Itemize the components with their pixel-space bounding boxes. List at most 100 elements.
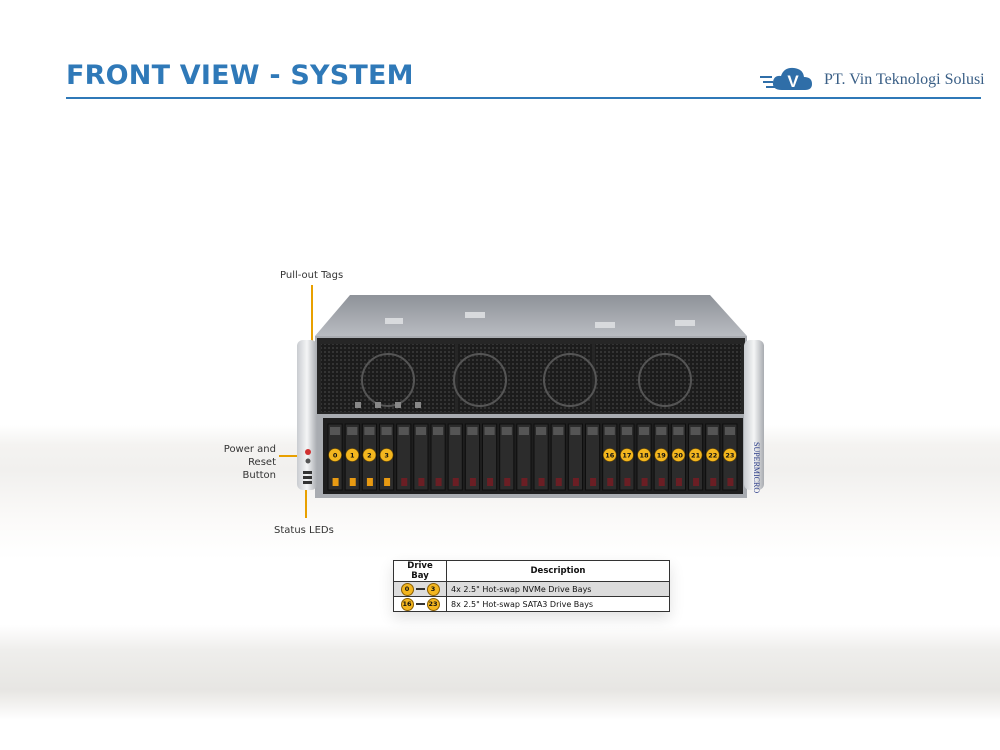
chassis-top-cover <box>315 295 747 336</box>
description-cell: 8x 2.5" Hot-swap SATA3 Drive Bays <box>446 596 670 612</box>
power-reset-label-line1: Power and <box>223 444 276 455</box>
title-divider <box>66 97 981 99</box>
drive-bay-badge <box>637 448 651 462</box>
drive-tray-latch <box>538 478 545 486</box>
drive-tray-latch <box>349 478 356 486</box>
drive-tray-handle <box>467 427 478 435</box>
drive-bay-badge <box>362 448 377 462</box>
drive-tray-latch <box>452 478 459 486</box>
drive-tray-handle <box>656 427 667 435</box>
drive-tray-handle <box>484 427 495 435</box>
drive-tray-handle <box>621 427 632 435</box>
drive-tray-handle <box>518 427 529 435</box>
drive-tray-handle <box>330 427 341 435</box>
fan-panel-2 <box>458 344 592 412</box>
status-led-icon <box>303 476 312 479</box>
drive-tray-latch <box>572 478 579 486</box>
svg-text:V: V <box>787 72 799 91</box>
status-leds-label: Status LEDs <box>274 525 334 536</box>
drive-tray-handle <box>450 427 461 435</box>
drive-bay-number: 2 <box>367 452 372 460</box>
fan-panel-1 <box>321 344 455 412</box>
status-leds-callout-line <box>305 478 307 518</box>
drive-tray-latch <box>418 478 425 486</box>
drive-tray-latch <box>675 478 682 486</box>
drive-tray-latch <box>590 478 597 486</box>
drive-bay-number: 21 <box>691 452 701 460</box>
drive-tray-handle <box>570 427 581 435</box>
drive-bay-number: 17 <box>622 452 631 460</box>
drive-tray <box>550 423 566 491</box>
drive-bay-badge <box>602 448 617 462</box>
drive-tray-latch <box>727 478 734 486</box>
drive-bay-number: 0 <box>333 452 338 460</box>
pull-out-tags-label: Pull-out Tags <box>280 270 344 281</box>
bay-badge-from: 16 <box>400 597 414 611</box>
drive-tray-handle <box>364 427 375 435</box>
drive-bay-badge <box>705 448 720 462</box>
left-rack-ear <box>297 340 317 490</box>
drive-bay-badge <box>688 448 703 462</box>
drive-tray-handle <box>347 427 358 435</box>
logo-company-name: PT. Vin Teknologi Solusi <box>824 71 985 88</box>
power-button-icon <box>305 449 311 455</box>
drive-bay-number: 3 <box>384 452 389 460</box>
drive-bay-number: 1 <box>350 452 355 460</box>
drive-tray-handle <box>673 427 684 435</box>
drive-tray-latch <box>332 478 339 486</box>
drive-tray-latch <box>624 478 631 486</box>
table-header-row: Drive Bay Description <box>393 560 670 582</box>
drive-bay-badge <box>328 448 342 462</box>
drive-tray-handle <box>639 427 650 435</box>
drive-tray <box>396 423 412 491</box>
drive-tray-latch <box>487 478 494 486</box>
drive-tray <box>413 423 429 491</box>
range-dash <box>415 603 425 605</box>
drive-tray-handle <box>398 427 409 435</box>
drive-bay-badge <box>723 448 737 462</box>
drive-tray <box>567 423 584 491</box>
table-row: 16 23 8x 2.5" Hot-swap SATA3 Drive Bays <box>393 596 670 612</box>
pull-out-tags-callout-line <box>311 285 313 381</box>
drive-bay-badge <box>671 448 686 462</box>
col-description-header: Description <box>446 560 670 582</box>
drive-tray-handle <box>587 427 598 435</box>
range-dash <box>415 588 425 590</box>
drive-tray-handle <box>553 427 564 435</box>
drive-tray-latch <box>521 478 528 486</box>
drive-bay-badge <box>620 448 634 462</box>
reset-button-icon <box>305 458 311 464</box>
power-reset-callout-line <box>279 455 301 457</box>
drive-bay-number: 20 <box>674 452 684 460</box>
drive-tray-latch <box>607 478 614 486</box>
bay-badge-from: 0 <box>400 582 414 596</box>
drive-tray <box>533 423 549 491</box>
drive-bay-number: 18 <box>640 452 650 460</box>
drive-tray-latch <box>401 478 408 486</box>
cloud-v-logo-icon: V <box>760 67 812 91</box>
drive-tray-handle <box>536 427 547 435</box>
drive-tray <box>447 423 463 491</box>
drive-bay-badge <box>345 448 360 462</box>
drive-tray <box>430 423 446 491</box>
drive-bay-badge <box>379 448 394 462</box>
drive-tray <box>464 423 480 491</box>
drive-trays <box>327 423 738 491</box>
drive-tray-latch <box>710 478 717 486</box>
drive-bay-number: 16 <box>605 452 615 460</box>
drive-tray-handle <box>690 427 701 435</box>
drive-bay-number: 19 <box>657 452 667 460</box>
bay-badge-to: 23 <box>426 597 440 611</box>
drive-bay-number: 23 <box>725 452 734 460</box>
bay-badge-to: 3 <box>426 582 440 596</box>
page-title: FRONT VIEW - SYSTEM <box>66 60 414 91</box>
drive-tray-latch <box>435 478 442 486</box>
description-cell: 4x 2.5" Hot-swap NVMe Drive Bays <box>446 581 670 597</box>
drive-tray <box>482 423 498 491</box>
drive-tray-latch <box>658 478 665 486</box>
drive-tray-latch <box>469 478 476 486</box>
